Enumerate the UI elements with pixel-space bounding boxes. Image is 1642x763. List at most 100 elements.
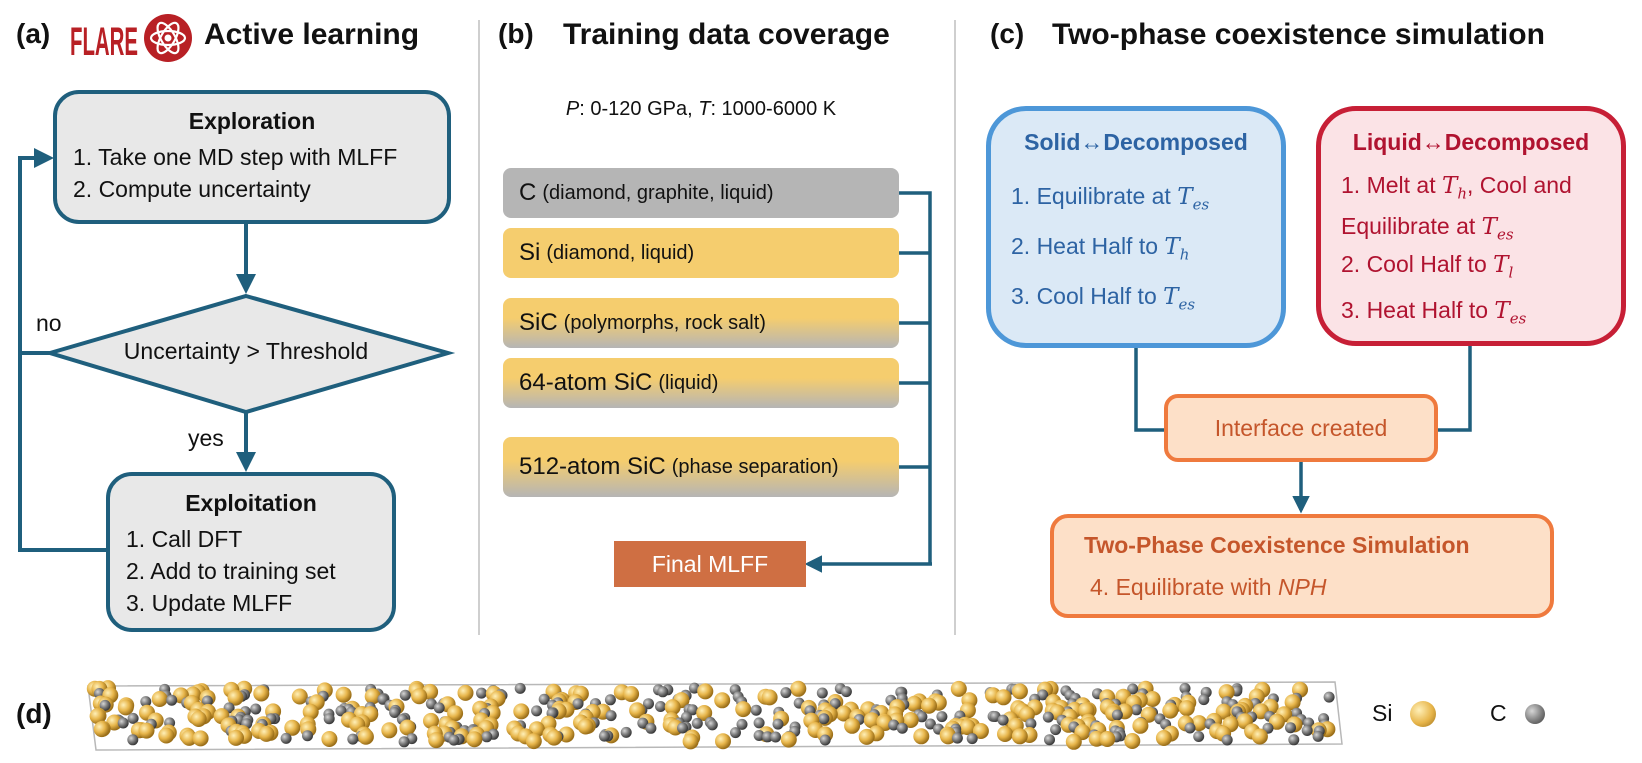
panel-a-label: (a): [16, 18, 51, 49]
c-atom: [1050, 724, 1062, 736]
c-atom: [687, 704, 698, 716]
si-atom: [513, 703, 530, 720]
si-atom: [228, 729, 244, 746]
c-atom: [166, 694, 178, 706]
exploitation-step-1: 1. Call DFT: [126, 526, 243, 552]
c-atom: [335, 705, 347, 717]
interface-created-box: Interface created: [1164, 394, 1438, 462]
c-atom: [1288, 734, 1300, 746]
c-atom: [399, 689, 411, 701]
exploration-step-1: 1. Take one MD step with MLFF: [73, 144, 398, 170]
c-atom: [730, 727, 741, 739]
liquid-decomposed-title: Liquid↔Decomposed: [1352, 129, 1590, 155]
no-label: no: [36, 310, 62, 336]
legend-c-label: C: [1490, 700, 1507, 726]
coverage-bar-c: C(diamond, graphite, liquid): [503, 168, 899, 218]
si-atom: [790, 680, 807, 697]
si-atom: [913, 728, 930, 745]
si-atom: [1011, 683, 1028, 700]
c-atom: [762, 731, 774, 743]
c-atom: [1323, 691, 1335, 703]
si-atom: [1251, 728, 1268, 745]
arrow-to-final-mlff: [804, 555, 932, 573]
c-atom: [816, 687, 828, 699]
c-atom: [620, 726, 632, 738]
si-atom: [89, 708, 106, 725]
c-atom: [1111, 709, 1123, 721]
si-atom: [997, 726, 1013, 742]
panel-b-connectors: [899, 191, 932, 564]
decision-label: Uncertainty > Threshold: [123, 338, 369, 364]
flare-logo: FLARE: [70, 12, 194, 64]
si-atom: [1178, 700, 1195, 717]
temperature-symbol: T: [698, 98, 711, 120]
c-atom: [1184, 722, 1196, 734]
c-atom: [323, 713, 335, 725]
c-atom: [476, 687, 487, 699]
si-atom: [1284, 694, 1301, 711]
exploitation-box: Exploitation 1. Call DFT 2. Add to train…: [106, 472, 396, 632]
c-atom: [1025, 718, 1037, 730]
panel-a-title: Active learning: [204, 18, 420, 51]
c-atom: [637, 717, 649, 729]
atom-icon: [144, 14, 192, 62]
loop-exploitation-path: [18, 353, 106, 552]
si-atom: [1155, 730, 1172, 746]
liquid-decomposed-box: Liquid↔Decomposed 1. Melt at Th, Cool an…: [1316, 106, 1626, 346]
final-mlff-box: Final MLFF: [614, 541, 806, 587]
si-atom: [192, 730, 209, 747]
c-atom: [951, 732, 963, 744]
coverage-bar-64-atom: 64-atom SiC(liquid): [503, 358, 899, 408]
c-atom: [1198, 694, 1210, 706]
c-atom: [572, 698, 584, 710]
si-atom: [302, 703, 319, 720]
c-atom: [433, 702, 445, 714]
si-atom: [1144, 691, 1161, 707]
si-atom: [1132, 717, 1149, 734]
si-atom: [357, 728, 374, 745]
c-atom: [677, 722, 688, 734]
coverage-bar-main: SiC: [519, 309, 558, 336]
c-atom: [605, 710, 617, 722]
si-atom: [284, 719, 301, 736]
coverage-bar-512-atom: 512-atom SiC(phase separation): [503, 437, 899, 497]
si-atom: [577, 718, 594, 735]
si-atom: [158, 727, 175, 744]
simulation-cell-outline: [87, 681, 1343, 751]
si-atom: [117, 699, 134, 716]
interface-created-label: Interface created: [1214, 414, 1388, 441]
c-atom: [99, 699, 111, 711]
si-atom: [93, 721, 110, 738]
si-atom: [181, 729, 198, 746]
coverage-bar-sub: (polymorphs, rock salt): [563, 311, 766, 334]
pressure-range: : 0-120 GPa,: [579, 98, 699, 120]
si-atom: [291, 688, 308, 705]
c-atom: [1301, 725, 1313, 736]
c-atom: [302, 730, 313, 742]
coverage-bar-sub: (liquid): [658, 371, 719, 394]
pressure-symbol: P: [565, 98, 580, 120]
si-atom: [457, 684, 474, 701]
exploitation-step-2: 2. Add to training set: [126, 558, 336, 584]
coverage-bar-main: 64-atom SiC: [519, 369, 653, 396]
si-atom: [447, 705, 464, 722]
si-atom: [780, 731, 797, 748]
si-atom: [697, 683, 714, 700]
si-atom: [950, 680, 967, 697]
coexistence-box: Two-Phase Coexistence Simulation 4. Equi…: [1050, 514, 1554, 618]
liquid-step-3: 3. Heat Half to Tes: [1341, 297, 1527, 328]
final-mlff-label: Final MLFF: [651, 550, 769, 577]
c-atom: [347, 733, 359, 745]
c-atom: [829, 698, 841, 710]
si-atom: [629, 702, 646, 719]
si-atom: [761, 689, 778, 706]
c-atom: [916, 711, 928, 723]
atoms-group: [86, 680, 1336, 750]
coverage-bar-si: Si(diamond, liquid): [503, 228, 899, 278]
c-atom: [117, 717, 129, 729]
c-atom: [691, 717, 703, 729]
c-atom: [655, 701, 666, 712]
c-atom: [140, 696, 152, 708]
c-atom: [127, 712, 139, 724]
panel-c-label: (c): [990, 18, 1025, 49]
